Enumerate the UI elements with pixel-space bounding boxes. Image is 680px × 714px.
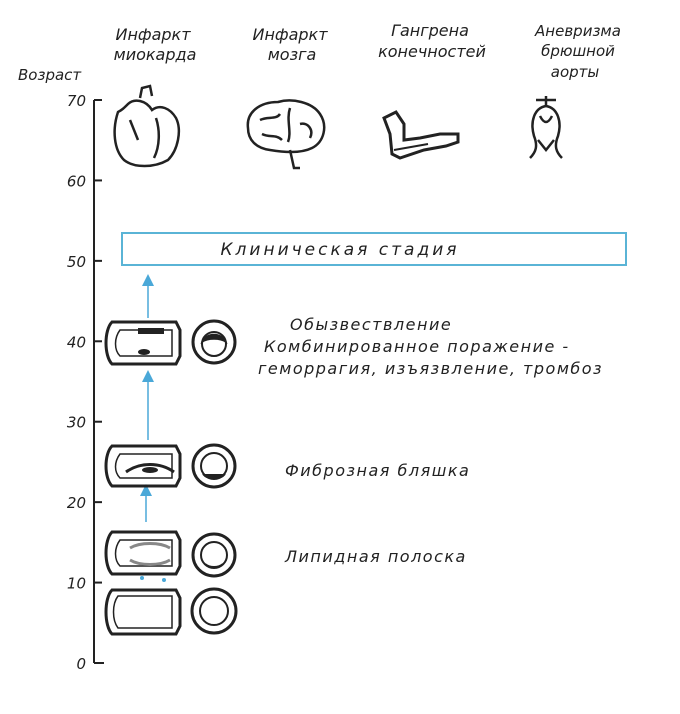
complication-label-line1: Аневризма bbox=[534, 22, 621, 40]
complication-headers: Инфаркт миокарда Инфаркт мозга Гангрена … bbox=[114, 21, 621, 81]
brain-icon bbox=[246, 99, 326, 170]
vessel-cross-section bbox=[191, 319, 237, 365]
axis-tick-label: 50 bbox=[67, 253, 86, 271]
stage-label-calcification-line1: Обызвествление bbox=[290, 315, 452, 334]
progression-arrows bbox=[140, 274, 154, 522]
complication-label-line2: миокарда bbox=[114, 45, 197, 64]
dot bbox=[140, 576, 144, 580]
aorta-icon bbox=[529, 96, 563, 159]
heart-icon bbox=[113, 84, 180, 168]
complication-label-line2: мозга bbox=[268, 45, 317, 64]
stage-label-calcification-line2: Комбинированное поражение - bbox=[264, 337, 570, 356]
axis-tick-label: 0 bbox=[76, 655, 86, 673]
axis-tick-label: 70 bbox=[67, 92, 86, 110]
complication-brain: Инфаркт мозга bbox=[252, 25, 328, 64]
vessel-side-view bbox=[104, 588, 182, 636]
axis-tick-label: 60 bbox=[67, 172, 86, 190]
artery-calcification: Обызвествление Комбинированное поражение… bbox=[104, 315, 603, 378]
clinical-stage: Клиническая стадия bbox=[121, 232, 627, 266]
stage-label-fibrous: Фиброзная бляшка bbox=[285, 461, 470, 480]
clinical-stage-label: Клиническая стадия bbox=[220, 240, 459, 260]
clinical-stage-box bbox=[121, 232, 627, 266]
axis-label: Возраст bbox=[18, 66, 82, 84]
vessel-side-view bbox=[104, 444, 182, 488]
axis-tick-label: 20 bbox=[67, 494, 86, 512]
vessel-cross-section bbox=[191, 443, 237, 489]
axis-tick-label: 40 bbox=[67, 333, 86, 351]
axis-tick-label: 30 bbox=[67, 414, 86, 432]
complication-aneurysm: Аневризма брюшной аорты bbox=[534, 22, 621, 81]
complication-label-line1: Инфаркт bbox=[252, 25, 328, 44]
artery-lipid: Липидная полоска bbox=[104, 530, 467, 578]
stage-label-calcification-line3: геморрагия, изъязвление, тромбоз bbox=[258, 359, 603, 378]
complication-label-line1: Гангрена bbox=[391, 21, 469, 40]
complication-label-line2: брюшной bbox=[541, 42, 615, 60]
stage-label-lipid: Липидная полоска bbox=[284, 547, 467, 566]
axis-tick-label: 10 bbox=[67, 575, 86, 593]
dot bbox=[162, 578, 166, 582]
vessel-side-view bbox=[104, 320, 182, 366]
complication-myocardial: Инфаркт миокарда bbox=[114, 25, 197, 64]
complication-gangrene: Гангрена конечностей bbox=[378, 21, 486, 61]
leg-icon bbox=[382, 110, 460, 160]
vessel-cross-section bbox=[190, 587, 238, 635]
artery-fibrous: Фиброзная бляшка bbox=[104, 443, 470, 489]
artery-normal bbox=[104, 576, 238, 636]
axis-ticks: 0 10 20 30 40 50 60 70 bbox=[67, 92, 102, 673]
vessel-side-view bbox=[104, 530, 182, 576]
complication-label-line1: Инфаркт bbox=[115, 25, 191, 44]
vessel-cross-section bbox=[191, 532, 237, 578]
age-axis: Возраст 0 10 20 30 40 50 60 70 bbox=[18, 66, 104, 673]
complication-label-line3: аорты bbox=[551, 63, 600, 81]
complication-label-line2: конечностей bbox=[378, 42, 486, 61]
